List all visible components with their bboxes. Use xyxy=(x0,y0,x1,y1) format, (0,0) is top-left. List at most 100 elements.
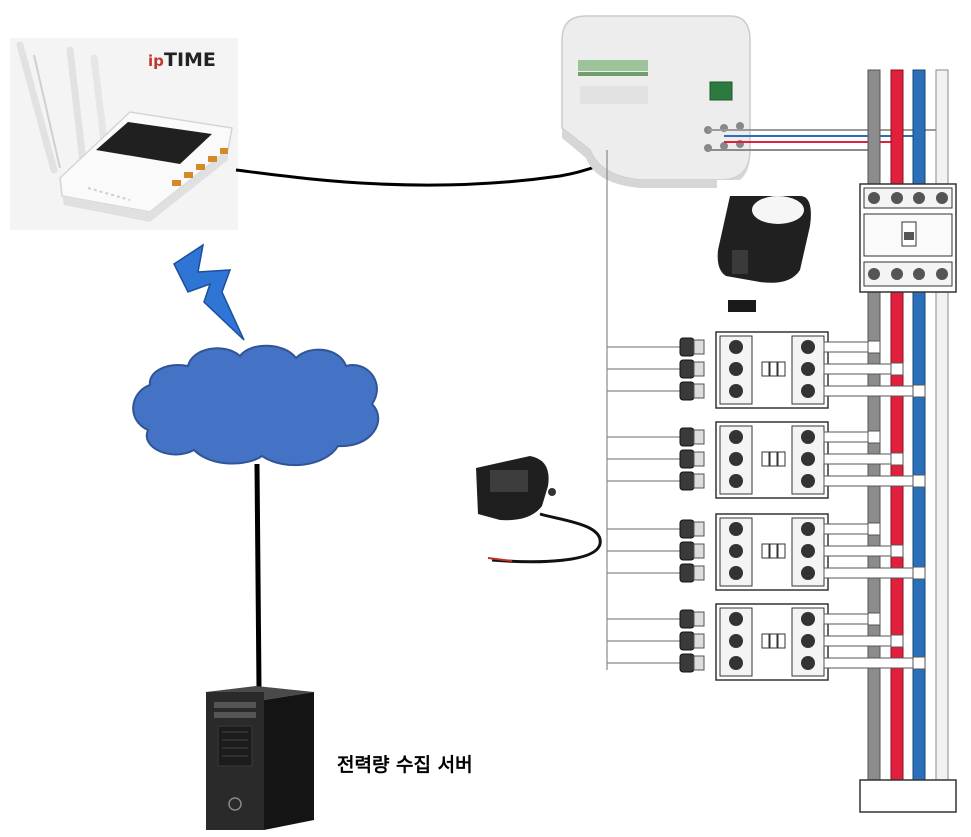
terminal-screw xyxy=(729,634,743,648)
bus-tap-wire xyxy=(823,613,875,625)
meter-phase-wires xyxy=(708,129,946,151)
bus-tap-connector xyxy=(912,656,926,670)
main-bus-wires xyxy=(867,69,949,781)
router-brand-name: TIME xyxy=(164,49,216,71)
branch-breaker-3 xyxy=(607,513,926,591)
ct-clamp-body xyxy=(693,429,705,445)
breaker-toggle xyxy=(777,451,786,467)
branch-breaker-1 xyxy=(607,331,926,409)
ct-clamp-body xyxy=(693,473,705,489)
terminal-screw xyxy=(729,362,743,376)
breaker-toggle xyxy=(769,361,778,377)
ct-clamp-icon xyxy=(679,563,695,583)
breaker-toggle xyxy=(761,633,770,649)
terminal-screw xyxy=(801,656,815,670)
bus-tap-wire xyxy=(823,385,920,397)
ct-clamp-body xyxy=(693,565,705,581)
bus-tap-wire xyxy=(823,567,920,579)
branch-breakers xyxy=(607,331,926,681)
bus-tap-connector xyxy=(890,634,904,648)
breaker-toggle xyxy=(769,633,778,649)
bus-tap-wire xyxy=(823,363,898,375)
ct-clamp-body xyxy=(693,655,705,671)
ct-clamp-sensor-icon xyxy=(717,180,813,312)
terminal-screw xyxy=(729,452,743,466)
bus-tap-connector xyxy=(912,384,926,398)
bus-tap-wire xyxy=(823,635,898,647)
bus-tap-connector xyxy=(912,566,926,580)
ct-clamp-icon xyxy=(679,519,695,539)
breaker-toggle xyxy=(777,633,786,649)
bus-tap-wire xyxy=(823,657,920,669)
bus-tap-connector xyxy=(912,474,926,488)
server-tower-icon xyxy=(206,686,314,830)
breaker-toggle xyxy=(769,451,778,467)
ct-clamp-icon xyxy=(679,337,695,357)
terminal-screw xyxy=(801,522,815,536)
terminal-screw xyxy=(729,430,743,444)
network-cable-cloud-server xyxy=(254,463,262,689)
router-brand-prefix: ip xyxy=(148,52,164,70)
terminal-screw xyxy=(729,544,743,558)
branch-breaker-2 xyxy=(607,421,926,499)
ct-clamp-icon xyxy=(679,359,695,379)
bus-tap-connector xyxy=(890,544,904,558)
bus-tap-wire xyxy=(823,431,875,443)
ct-clamp-icon xyxy=(679,653,695,673)
breaker-toggle xyxy=(769,543,778,559)
terminal-screw xyxy=(801,452,815,466)
ct-clamp-body xyxy=(693,543,705,559)
breaker-toggle xyxy=(761,543,770,559)
ct-clamp-body xyxy=(693,611,705,627)
energy-meter-icon xyxy=(561,15,751,188)
bus-tap-connector xyxy=(890,452,904,466)
server-label: 전력량 수집 서버 xyxy=(337,754,473,776)
bus-tap-connector xyxy=(867,340,881,354)
bus-tap-wire xyxy=(823,341,875,353)
ct-clamp-icon xyxy=(679,631,695,651)
terminal-screw xyxy=(801,384,815,398)
bus-tap-connector xyxy=(867,430,881,444)
bus-tap-connector xyxy=(867,612,881,626)
terminal-screw xyxy=(729,340,743,354)
bus-tap-wire xyxy=(823,545,898,557)
ct-clamp-body xyxy=(693,521,705,537)
bus-tap-connector xyxy=(890,362,904,376)
terminal-screw xyxy=(801,362,815,376)
terminal-screw xyxy=(801,474,815,488)
ct-clamp-sensor-with-cable-icon xyxy=(470,448,604,572)
terminal-screw xyxy=(729,566,743,580)
branch-breaker-4 xyxy=(607,603,926,681)
ct-clamp-body xyxy=(693,633,705,649)
terminal-screw xyxy=(801,544,815,558)
bus-tap-wire xyxy=(823,523,875,535)
ct-clamp-icon xyxy=(679,427,695,447)
bus-tap-wire xyxy=(823,475,920,487)
terminal-screw xyxy=(801,566,815,580)
terminal-screw xyxy=(801,340,815,354)
ct-clamp-body xyxy=(693,361,705,377)
ct-clamp-icon xyxy=(679,471,695,491)
breaker-toggle xyxy=(777,361,786,377)
terminal-screw xyxy=(801,612,815,626)
breaker-toggle xyxy=(761,451,770,467)
terminal-screw xyxy=(729,522,743,536)
ct-clamp-icon xyxy=(679,381,695,401)
bus-tap-connector xyxy=(867,522,881,536)
terminal-screw xyxy=(729,612,743,626)
bus-tap-wire xyxy=(823,453,898,465)
lightning-icon xyxy=(173,243,245,341)
terminal-screw xyxy=(801,430,815,444)
terminal-screw xyxy=(729,656,743,670)
ct-clamp-icon xyxy=(679,449,695,469)
breaker-toggle xyxy=(761,361,770,377)
ct-clamp-body xyxy=(693,383,705,399)
terminal-screw xyxy=(729,384,743,398)
wifi-router-icon xyxy=(10,38,238,230)
ct-clamp-icon xyxy=(679,541,695,561)
terminal-screw xyxy=(801,634,815,648)
ct-clamp-icon xyxy=(679,609,695,629)
ct-clamp-body xyxy=(693,339,705,355)
breaker-toggle xyxy=(777,543,786,559)
